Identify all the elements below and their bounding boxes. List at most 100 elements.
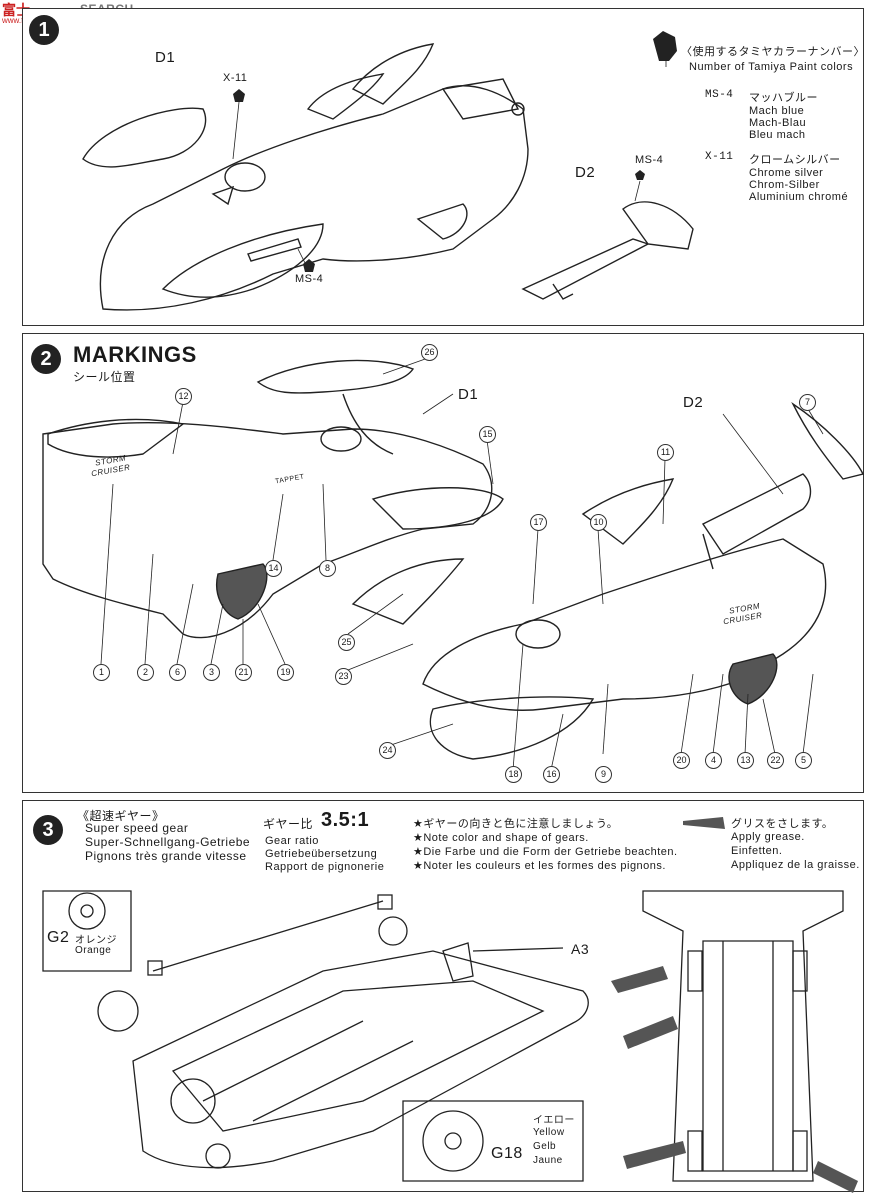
paint-marker-ms4-b xyxy=(635,170,645,180)
paint-label-ms4-a: MS-4 xyxy=(295,273,324,285)
decal-num: 18 xyxy=(505,766,522,783)
d1-body-outline xyxy=(99,85,529,311)
part-label-d1: D1 xyxy=(155,49,176,66)
legend-line-ms4-fr: Bleu mach xyxy=(749,129,806,141)
legend-line-x11-fr: Aluminium chromé xyxy=(749,191,849,203)
g18-callout xyxy=(402,1100,584,1182)
legend-jp-x11: クロームシルバー xyxy=(749,154,841,166)
paint-legend-icon xyxy=(653,31,677,61)
a3-part xyxy=(442,942,474,982)
decal-num: 7 xyxy=(799,394,816,411)
ratio-jp: ギヤー比 xyxy=(263,817,314,831)
d1-front-wing xyxy=(82,107,207,168)
g2-callout xyxy=(42,890,132,972)
d1-vent-1 xyxy=(211,185,235,206)
g2-jp: オレンジ xyxy=(75,935,117,946)
grease-arrow xyxy=(623,1141,686,1169)
d1-post xyxy=(511,102,525,116)
d1-slot xyxy=(247,238,302,262)
gear-line-de: Super-Schnellgang-Getriebe xyxy=(85,835,251,849)
grease-line-fr: Appliquez de la graisse. xyxy=(731,859,860,871)
part-label-a3: A3 xyxy=(571,941,590,957)
canopy xyxy=(224,162,266,192)
note-line-fr: ★Noter les couleurs et les formes des pi… xyxy=(413,860,666,872)
step2-title: MARKINGS xyxy=(73,342,197,367)
d2-wing-tip xyxy=(791,401,865,480)
chassis-iso xyxy=(132,950,589,1169)
g2-code: G2 xyxy=(47,929,70,946)
g2-en: Orange xyxy=(75,945,112,956)
grease-line-de: Einfetten. xyxy=(731,845,783,857)
decal-num: 12 xyxy=(175,388,192,405)
decal-num: 20 xyxy=(673,752,690,769)
step2-label-d1: D1 xyxy=(458,386,479,403)
step3-number: 3 xyxy=(33,815,63,845)
step2-number: 2 xyxy=(31,344,61,374)
chassis-top-view xyxy=(642,890,844,1182)
decal-num: 19 xyxy=(277,664,294,681)
ratio-line-de: Getriebeübersetzung xyxy=(265,848,378,860)
d1-vent-2 xyxy=(416,203,468,240)
car-b-side-wing xyxy=(429,696,595,760)
gear-line-fr: Pignons très grande vitesse xyxy=(85,849,247,863)
car-a-intake xyxy=(216,563,268,620)
car-a-canopy xyxy=(320,426,362,452)
decal-num: 8 xyxy=(319,560,336,577)
ratio-value: 3.5:1 xyxy=(321,809,370,831)
grease-jp: グリスをさします。 xyxy=(731,818,834,830)
decal-num: 17 xyxy=(530,514,547,531)
ratio-line-en: Gear ratio xyxy=(265,835,319,847)
step1-number: 1 xyxy=(29,15,59,45)
grease-tube-icon xyxy=(683,817,725,829)
decal-num: 9 xyxy=(595,766,612,783)
g18-jp: イエロー xyxy=(533,1115,575,1126)
d1-rear-block xyxy=(441,78,520,120)
gear-line-en: Super speed gear xyxy=(85,821,189,835)
legend-code-x11: X-11 xyxy=(705,151,734,163)
grease-line-en: Apply grease. xyxy=(731,831,805,843)
paint-label-x11: X-11 xyxy=(223,72,248,84)
decal-num: 14 xyxy=(265,560,282,577)
g18-line-fr: Jaune xyxy=(533,1155,563,1166)
paint-marker-ms4-a xyxy=(303,259,315,272)
ratio-line-fr: Rapport de pignonerie xyxy=(265,861,385,873)
step3-panel: 3 《超速ギヤー》 Super speed gear Super-Schnell… xyxy=(22,800,864,1193)
decal-num: 24 xyxy=(379,742,396,759)
d2-wing-marking xyxy=(701,473,812,555)
car-b-intake xyxy=(728,653,778,705)
d2-stay-marking xyxy=(702,533,714,570)
d1-top-fin xyxy=(306,73,385,120)
spur-gear-rear xyxy=(170,1078,216,1124)
grease-arrow xyxy=(813,1161,858,1193)
car-a-fin xyxy=(342,393,394,455)
part-label-d2: D2 xyxy=(575,164,596,181)
legend-line-x11-en: Chrome silver xyxy=(749,167,824,179)
legend-code-ms4: MS-4 xyxy=(705,89,734,101)
decal-num: 2 xyxy=(137,664,154,681)
step1-drawing xyxy=(82,31,694,311)
d2-wing-top xyxy=(622,201,694,250)
note-jp: ★ギヤーの向きと色に注意しましょう。 xyxy=(413,818,619,830)
g18-line-de: Gelb xyxy=(533,1141,557,1152)
legend-line-ms4-de: Mach-Blau xyxy=(749,117,807,129)
step2-label-d2: D2 xyxy=(683,394,704,411)
decal-num: 16 xyxy=(543,766,560,783)
decal-num: 25 xyxy=(338,634,355,651)
legend-line-ms4-en: Mach blue xyxy=(749,105,805,117)
grease-arrow xyxy=(623,1016,678,1049)
car-a-nose xyxy=(47,418,185,458)
g18-code: G18 xyxy=(491,1145,523,1162)
decal-num: 4 xyxy=(705,752,722,769)
step1-panel: 1 xyxy=(22,8,865,326)
gear-title-jp: 《超速ギヤー》 xyxy=(77,809,165,823)
car-a-sidepod xyxy=(371,487,504,530)
decal-num: 10 xyxy=(590,514,607,531)
car-b-canopy xyxy=(515,619,561,649)
decal-num: 5 xyxy=(795,752,812,769)
step2-panel: 2 MARKINGS シール位置 xyxy=(22,333,865,793)
g2-gear-icon xyxy=(68,892,106,930)
step2-drawing xyxy=(42,357,865,771)
g18-gear-icon xyxy=(422,1110,484,1172)
g18-line-en: Yellow xyxy=(533,1127,565,1138)
step2-subtitle: シール位置 xyxy=(73,370,136,384)
